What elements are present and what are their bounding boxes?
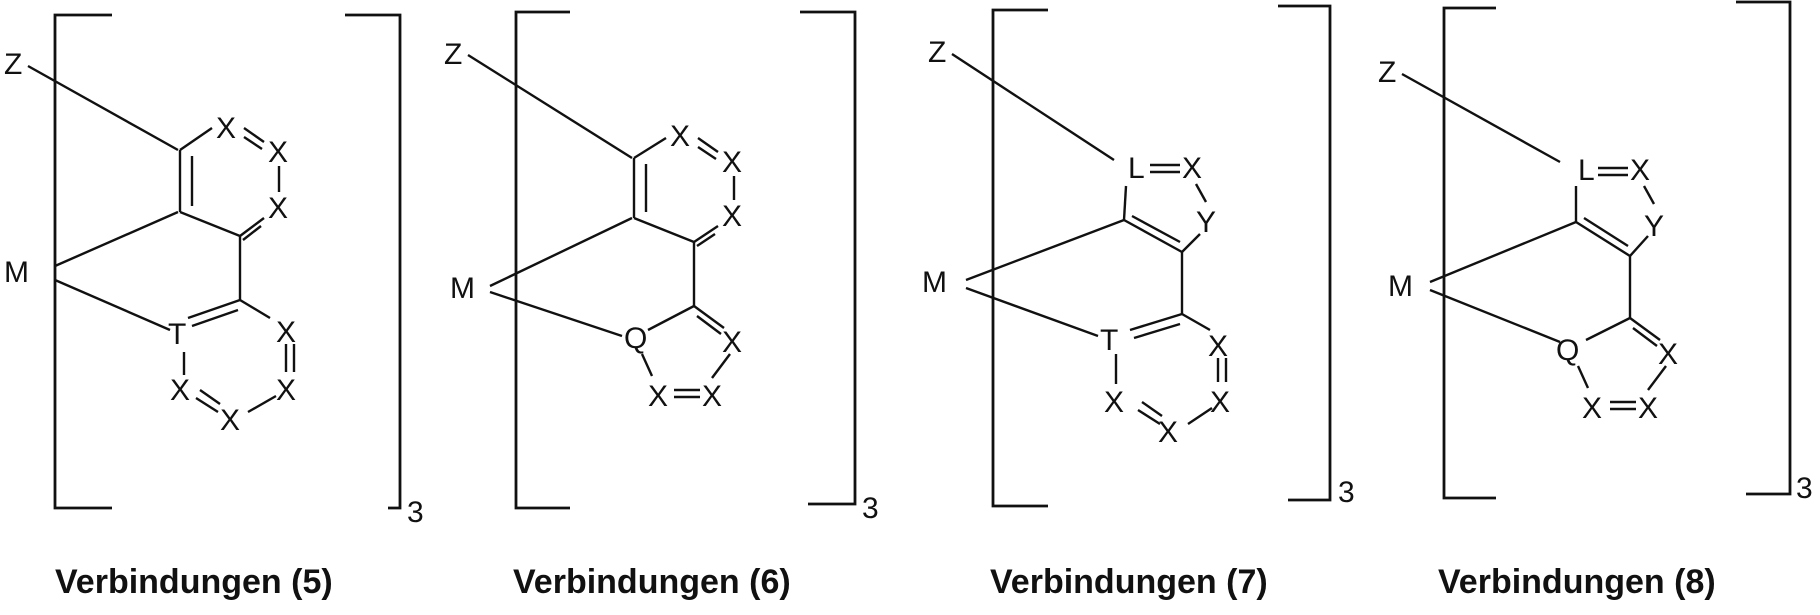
bond-z-l [952, 54, 1114, 160]
bond-m-ring [490, 218, 632, 286]
bond-m-ring [55, 212, 178, 266]
right-bracket [800, 12, 855, 504]
atom-x: X [722, 326, 742, 359]
atom-x: X [1638, 392, 1658, 425]
ring-bond [240, 300, 270, 318]
atom-l: L [1578, 154, 1595, 187]
bracket-subscript: 3 [862, 492, 879, 525]
bond-m-ring [1430, 222, 1576, 282]
atom-x: X [702, 380, 722, 413]
ring-bond [1188, 408, 1212, 424]
atom-x: X [268, 192, 288, 225]
bond-m-ring [966, 220, 1124, 280]
ring-bond [1130, 314, 1182, 330]
atom-x: X [670, 120, 690, 153]
atom-x: X [1658, 338, 1678, 371]
caption: Verbindungen (5) [55, 563, 333, 601]
ring-bond [634, 218, 694, 242]
ring-bond [634, 138, 666, 158]
atom-x: X [276, 316, 296, 349]
atom-x: X [1104, 386, 1124, 419]
atom-z: Z [928, 36, 946, 69]
atom-t: T [168, 318, 186, 351]
ring-bond [697, 316, 721, 334]
atom-x: X [216, 112, 236, 145]
bond-m-t [966, 288, 1098, 336]
atom-x: X [648, 380, 668, 413]
ring-bond [1124, 220, 1182, 252]
ring-bond [188, 300, 240, 318]
ring-bond [1196, 184, 1206, 202]
atom-x: X [722, 200, 742, 233]
bond-z-ring [28, 66, 178, 150]
atom-x: X [722, 146, 742, 179]
atom-y: Y [1644, 210, 1664, 243]
atom-q: Q [624, 322, 647, 355]
atom-t: T [1100, 324, 1118, 357]
right-bracket [1278, 6, 1330, 500]
ring-bond [1124, 186, 1126, 220]
atom-z: Z [4, 48, 22, 81]
ring-bond [1576, 222, 1630, 256]
bond-z-l [1402, 74, 1560, 162]
atom-q: Q [1556, 334, 1579, 367]
atom-m: M [4, 256, 29, 289]
ring-bond [192, 310, 238, 326]
ring-bond [1586, 318, 1630, 340]
ring-bond [697, 234, 715, 246]
atom-x: X [1582, 392, 1602, 425]
ring-bond [1182, 314, 1210, 330]
left-bracket [993, 10, 1048, 506]
ring-bond [642, 354, 652, 376]
caption: Verbindungen (6) [513, 563, 791, 601]
atom-x: X [1210, 386, 1230, 419]
structure-6: 3 Z M X X X Q X X X Verbindungen (6) [444, 12, 879, 601]
ring-bond [248, 396, 276, 412]
ring-bond [1644, 186, 1654, 204]
atom-l: L [1128, 152, 1145, 185]
atom-y: Y [1196, 206, 1216, 239]
bracket-subscript: 3 [407, 496, 424, 529]
atom-x: X [268, 136, 288, 169]
bond-m-t [55, 280, 170, 330]
ring-bond [180, 212, 240, 236]
bracket-subscript: 3 [1796, 472, 1813, 505]
atom-x: X [1630, 154, 1650, 187]
bracket-subscript: 3 [1338, 476, 1355, 509]
left-bracket [1444, 8, 1496, 498]
atom-x: X [220, 404, 240, 437]
right-bracket [1736, 2, 1790, 494]
ring-bond [1633, 328, 1657, 346]
structure-5: 3 Z M X X X T X X X X [4, 15, 424, 601]
atom-x: X [1158, 416, 1178, 449]
structure-7: 3 Z M L X Y T X X X X Verbindungen (7) [922, 6, 1355, 601]
ring-bond [180, 128, 212, 150]
atom-x: X [1182, 152, 1202, 185]
caption: Verbindungen (8) [1438, 563, 1716, 601]
caption: Verbindungen (7) [990, 563, 1268, 601]
atom-m: M [450, 272, 475, 305]
atom-m: M [1388, 270, 1413, 303]
atom-x: X [1208, 330, 1228, 363]
atom-x: X [170, 374, 190, 407]
bond-m-q [490, 292, 622, 336]
ring-bond [1578, 366, 1588, 388]
atom-z: Z [1378, 56, 1396, 89]
atom-x: X [276, 374, 296, 407]
bond-m-q [1430, 290, 1560, 342]
right-bracket [345, 15, 400, 508]
ring-bond [648, 306, 694, 330]
atom-m: M [922, 266, 947, 299]
structure-8: 3 Z M L X Y Q X X X Verbindungen (8) [1378, 2, 1813, 601]
atom-z: Z [444, 38, 462, 71]
bond-z-ring [468, 55, 632, 158]
